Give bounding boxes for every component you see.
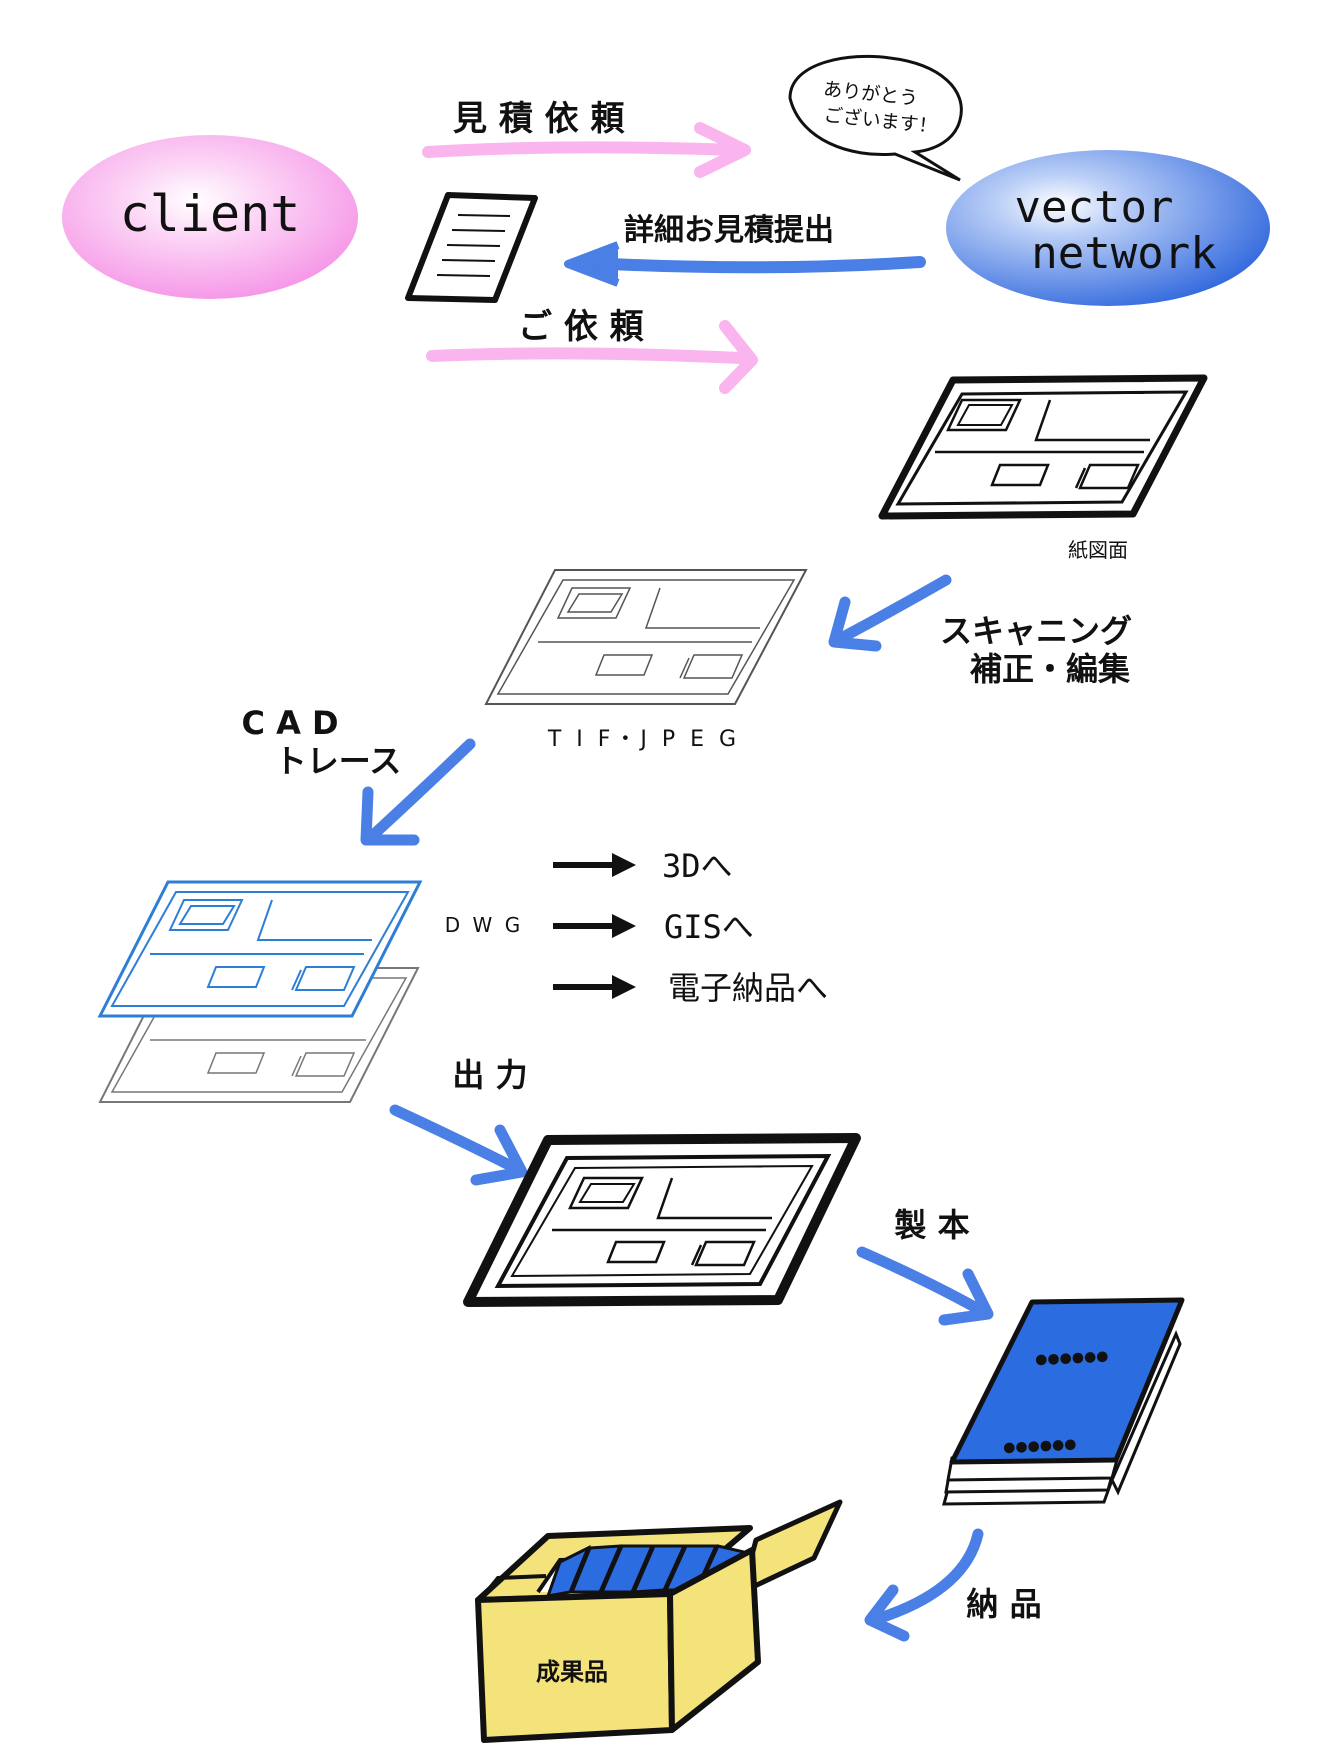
binding-arrow (856, 1246, 994, 1326)
delivery-label: 納 品 (966, 1585, 1041, 1623)
book-footer-dots: ●●●●●● (1003, 1436, 1077, 1456)
delivery-arrow (864, 1528, 984, 1642)
export-arrow-electronic: 電子納品へ (553, 969, 828, 1007)
client-node: client (62, 135, 358, 299)
order-label: ご 依 頼 (518, 307, 645, 347)
cad-label-line2: トレース (275, 742, 401, 780)
client-label: client (120, 185, 301, 243)
estimate-submit-arrow (564, 241, 926, 287)
vector-drawing-front-icon (97, 880, 423, 1018)
order-arrow (426, 320, 758, 394)
vector-network-node: vector network (946, 150, 1270, 306)
raster-format-label: T I F・J P E G (547, 727, 740, 752)
box-label: 成果品 (536, 1658, 608, 1686)
vector-label-line1: vector (1015, 182, 1174, 233)
scanning-label-line1: スキャニング (940, 612, 1132, 650)
cad-label-line1: C A D (241, 704, 338, 742)
scanning-label-line2: 補正・編集 (970, 650, 1130, 688)
export-arrow-3d: 3Dへ (553, 847, 733, 885)
binding-label: 製 本 (894, 1206, 969, 1244)
estimate-request-label: 見 積 依 頼 (453, 99, 626, 139)
bound-book-icon: ●●●●●● ●●●●●● (942, 1297, 1185, 1506)
paper-drawing-icon (878, 374, 1208, 520)
output-arrow (389, 1104, 528, 1186)
estimate-submit-label: 詳細お見積提出 (624, 213, 834, 248)
estimate-document-icon (405, 192, 538, 303)
printed-drawing-icon (463, 1133, 861, 1307)
output-label: 出 力 (452, 1056, 527, 1094)
export-label-gis: GISへ (664, 908, 754, 946)
speech-bubble: ありがとう ございます！ (788, 54, 963, 182)
export-list: 3Dへ GISへ 電子納品へ (553, 847, 828, 1007)
export-label-electronic: 電子納品へ (668, 969, 828, 1007)
export-label-3d: 3Dへ (662, 847, 733, 885)
scanning-arrow (828, 574, 952, 652)
vector-format-label: D W G (445, 913, 523, 937)
deliverables-box-icon: 成果品 (475, 1499, 843, 1743)
vector-label-line2: network (1031, 228, 1216, 279)
cad-trace-arrow (360, 738, 476, 846)
book-title-dots: ●●●●●● (1035, 1348, 1109, 1368)
paper-drawing-label: 紙図面 (1068, 538, 1128, 562)
estimate-request-arrow (422, 122, 751, 178)
export-arrow-gis: GISへ (553, 908, 754, 946)
raster-drawing-icon (484, 569, 808, 705)
